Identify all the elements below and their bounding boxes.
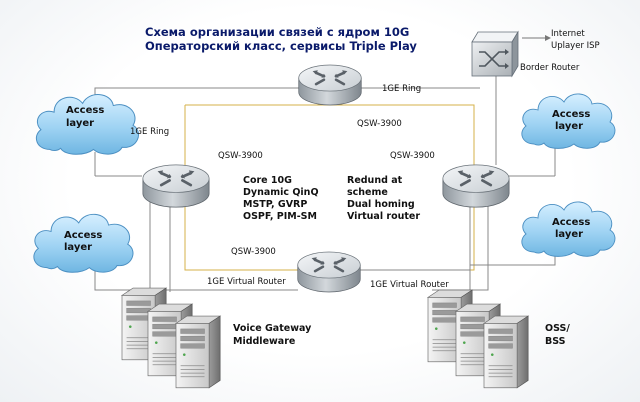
ring-label-left: 1GE Ring bbox=[130, 127, 169, 137]
redundancy-feature-3: Dual homing bbox=[347, 199, 415, 210]
switch-label-left: QSW-3900 bbox=[218, 151, 263, 161]
crossover-icon bbox=[479, 49, 509, 69]
core-switch-right bbox=[441, 163, 511, 209]
switch-label-bottom: QSW-3900 bbox=[231, 247, 276, 257]
internet-label: Internet bbox=[551, 29, 585, 39]
cloud-left-top-line2: layer bbox=[66, 118, 94, 129]
core-feature-1: Core 10G bbox=[243, 175, 292, 186]
middleware-label: Middleware bbox=[233, 336, 295, 347]
core-feature-list: Core 10G Dynamic QinQ MSTP, GVRP OSPF, P… bbox=[243, 175, 319, 222]
virtual-router-label-left: 1GE Virtual Router bbox=[207, 277, 286, 287]
border-router bbox=[471, 30, 519, 78]
switch-label-right: QSW-3900 bbox=[390, 151, 435, 161]
diagram-subtitle: Операторский класс, сервисы Triple Play bbox=[145, 39, 417, 53]
core-switch-bottom bbox=[296, 250, 362, 294]
uplayer-isp-label: Uplayer ISP bbox=[551, 41, 600, 51]
ring-label-top: 1GE Ring bbox=[382, 84, 421, 94]
server-right-3 bbox=[483, 315, 529, 389]
switch-label-top: QSW-3900 bbox=[357, 119, 402, 129]
voice-gateway-label: Voice Gateway bbox=[233, 323, 312, 334]
virtual-router-label-right: 1GE Virtual Router bbox=[370, 280, 449, 290]
bss-label: BSS bbox=[545, 336, 566, 347]
server-group-right bbox=[427, 289, 529, 389]
core-switch-top bbox=[297, 63, 363, 107]
cloud-left-bottom-line2: layer bbox=[64, 242, 92, 253]
server-left-3 bbox=[175, 315, 221, 389]
cloud-right-top-line1: Access bbox=[552, 109, 590, 120]
cloud-right-bottom-line2: layer bbox=[555, 229, 583, 240]
border-router-label: Border Router bbox=[520, 63, 580, 73]
cloud-left-bottom-line1: Access bbox=[64, 230, 102, 241]
redundancy-feature-2: scheme bbox=[347, 187, 388, 198]
diagram-title: Схема организации связей с ядром 10G bbox=[145, 25, 409, 39]
oss-label: OSS/ bbox=[545, 323, 570, 334]
cloud-right-top-line2: layer bbox=[555, 121, 583, 132]
internet-uplink bbox=[522, 35, 551, 41]
cloud-right-bottom-line1: Access bbox=[552, 217, 590, 228]
cloud-left-top-line1: Access bbox=[66, 105, 104, 116]
redundancy-feature-1: Redund at bbox=[347, 175, 403, 186]
core-switch-left bbox=[141, 163, 211, 209]
redundancy-feature-list: Redund at scheme Dual homing Virtual rou… bbox=[347, 175, 420, 222]
core-ring bbox=[184, 104, 475, 271]
core-feature-3: MSTP, GVRP bbox=[243, 199, 307, 210]
core-feature-4: OSPF, PIM-SM bbox=[243, 211, 317, 222]
server-group-left bbox=[121, 287, 221, 389]
redundancy-feature-4: Virtual router bbox=[347, 211, 420, 222]
core-feature-2: Dynamic QinQ bbox=[243, 187, 319, 198]
